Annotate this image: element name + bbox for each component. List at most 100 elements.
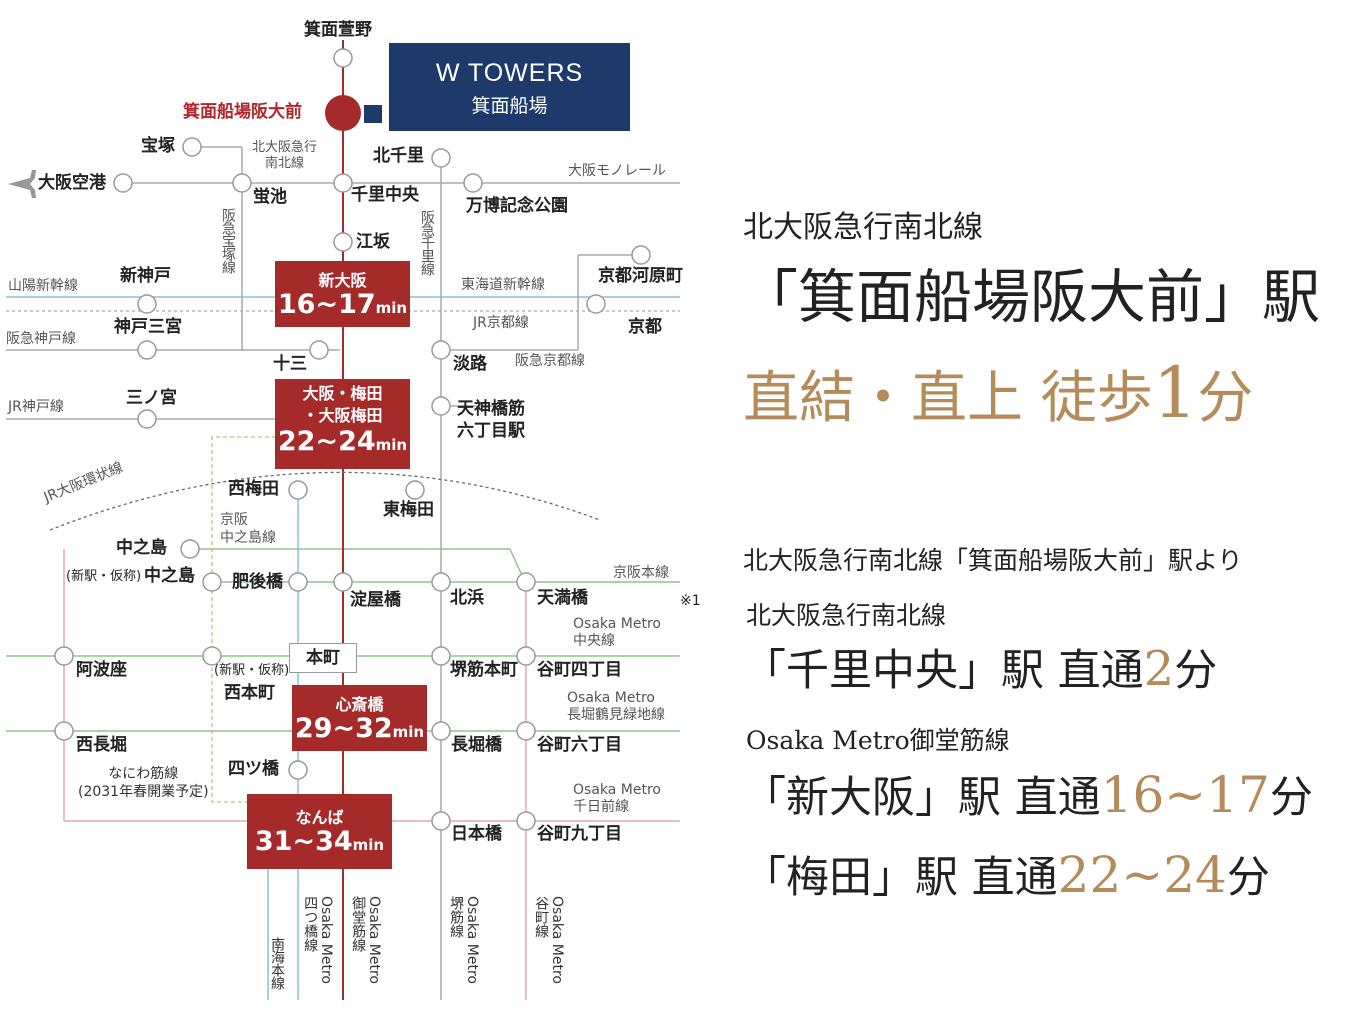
station-dot — [333, 572, 353, 592]
label-kitaosaka-line: 北大阪急行 南北線 — [252, 140, 318, 171]
jr-loop-arc — [49, 471, 601, 531]
label-yotsubashi: 四ツ橋 — [228, 759, 279, 779]
label-minoh-semba: 箕面船場阪大前 — [183, 102, 302, 122]
label-metro-nagahori: Osaka Metro 長堀鶴見緑地線 — [567, 690, 665, 723]
label-kitahama: 北浜 — [450, 588, 484, 608]
station-dot — [431, 811, 451, 831]
label-keihan-nakanoshima: 京阪 中之島線 — [220, 512, 276, 546]
label-nishiumeda: 西梅田 — [228, 479, 279, 499]
label-metro-midosuji: Osaka Metro 御堂筋線 — [350, 896, 383, 984]
label-yodoyabashi: 淀屋橋 — [350, 590, 401, 610]
station-dot — [288, 572, 308, 592]
label-kyoto-kawaramachi: 京都河原町 — [598, 266, 683, 286]
station-markers — [54, 48, 651, 831]
label-banpaku: 万博記念公園 — [466, 196, 568, 216]
box-shinsaibashi: 心斎橋 29~32min — [292, 685, 427, 751]
station-dot — [182, 137, 202, 157]
box-shinsaibashi-name: 心斎橋 — [335, 695, 384, 714]
box-namba: なんば 31~34min — [247, 794, 392, 869]
label-kyoto: 京都 — [628, 317, 662, 337]
side-r2-num: 16~17 — [1100, 766, 1270, 824]
box-shinosaka-time: 16~17 — [277, 289, 376, 320]
station-dot — [54, 721, 74, 741]
station-dot — [431, 721, 451, 741]
station-dot — [333, 173, 353, 193]
box-shinosaka: 新大阪 16~17min — [275, 261, 410, 327]
side-r2-line: Osaka Metro御堂筋線 — [746, 726, 1010, 755]
side-sub-prefix: 直結・直上 徒歩 — [743, 366, 1153, 431]
label-tanimachi9: 谷町九丁目 — [537, 824, 622, 844]
label-jr-kyoto: JR京都線 — [473, 315, 529, 331]
side-from: 北大阪急行南北線「箕面船場阪大前」駅より — [743, 546, 1243, 575]
label-hankyu-takarazuka: 阪急宝塚線 — [220, 208, 236, 273]
label-monorail: 大阪モノレール — [568, 163, 666, 179]
label-note1: ※1 — [680, 593, 701, 609]
box-shinsaibashi-unit: min — [392, 723, 425, 741]
label-esaka: 江坂 — [356, 232, 390, 252]
label-new-nakanoshima: 中之島 — [144, 566, 195, 586]
label-minoh-kayano: 箕面萱野 — [304, 20, 372, 40]
label-new-nakanoshima-prefix: (新駅・仮称) — [66, 569, 142, 584]
label-osaka-airport: 大阪空港 — [38, 173, 106, 193]
station-dot — [405, 480, 425, 500]
home-station-marker — [325, 95, 361, 131]
station-dot — [180, 539, 200, 559]
label-tenjinbashi: 天神橋筋 六丁目駅 — [457, 399, 525, 442]
label-sanyo-shinkansen: 山陽新幹線 — [8, 278, 78, 294]
label-takarazuka: 宝塚 — [141, 136, 175, 156]
side-r1-suffix: 分 — [1174, 646, 1218, 696]
station-dot — [232, 173, 252, 193]
station-dot — [631, 245, 651, 265]
label-higobashi: 肥後橋 — [232, 572, 283, 592]
side-line1: 北大阪急行南北線 — [743, 210, 983, 245]
side-r3: 「梅田」駅 直通22~24分 — [743, 850, 1270, 900]
label-metro-chuo: Osaka Metro 中央線 — [573, 616, 661, 649]
box-umeda-unit: min — [375, 435, 408, 454]
station-dot — [333, 48, 353, 68]
label-sannomiya: 三ノ宮 — [126, 388, 177, 408]
label-senri-chuo: 千里中央 — [351, 185, 419, 205]
label-naniwasuji: なにわ筋線 (2031年春開業予定) — [78, 766, 209, 800]
station-dot — [202, 572, 222, 592]
label-juso: 十三 — [273, 354, 307, 374]
label-metro-sennichimae: Osaka Metro 千日前線 — [573, 782, 661, 815]
label-jr-kobe: JR神戸線 — [8, 399, 64, 415]
station-dot — [137, 409, 157, 429]
label-hankyu-senri: 阪急千里線 — [419, 210, 435, 275]
side-r1-prefix: 「千里中央」駅 直通 — [743, 646, 1144, 696]
box-shinosaka-name: 新大阪 — [318, 271, 367, 290]
brand-sub: 箕面船場 — [471, 95, 548, 117]
box-namba-unit: min — [352, 836, 385, 854]
side-r3-suffix: 分 — [1226, 853, 1270, 903]
label-nipponbashi: 日本橋 — [451, 824, 502, 844]
station-dot — [113, 173, 133, 193]
side-r3-prefix: 「梅田」駅 直通 — [743, 853, 1058, 903]
brand-name: W TOWERS — [435, 59, 584, 87]
label-tenmabashi: 天満橋 — [537, 588, 588, 608]
label-kobe-sannomiya: 神戸三宮 — [114, 317, 182, 337]
side-r2-suffix: 分 — [1269, 773, 1313, 823]
label-higashiumeda: 東梅田 — [383, 500, 434, 520]
station-dot — [431, 148, 451, 168]
w-towers-badge: W TOWERS 箕面船場 — [389, 43, 630, 131]
side-r1-line: 北大阪急行南北線 — [746, 601, 947, 630]
station-dot — [431, 396, 451, 416]
label-nagahoribashi: 長堀橋 — [451, 735, 502, 755]
station-dot — [431, 572, 451, 592]
label-nishinagahori: 西長堀 — [76, 735, 127, 755]
station-dot — [202, 646, 222, 666]
label-hotarugaike: 蛍池 — [253, 187, 287, 207]
side-sub-suffix: 分 — [1197, 366, 1254, 431]
station-dot — [137, 340, 157, 360]
station-dot — [288, 760, 308, 780]
box-namba-time: 31~34 — [254, 826, 353, 857]
side-r3-num: 22~24 — [1057, 846, 1227, 904]
label-sakaisuji-honmachi: 堺筋本町 — [450, 660, 518, 680]
label-nankai: 南海本線 — [269, 937, 285, 989]
label-honmachi: 本町 — [289, 643, 357, 673]
label-nishihonmachi: 西本町 — [224, 683, 275, 703]
box-umeda: 大阪・梅田 ・大阪梅田 22~24min — [275, 379, 410, 469]
label-metro-yotsubashi: Osaka Metro 四つ橋線 — [302, 896, 335, 984]
side-r2: 「新大阪」駅 直通16~17分 — [743, 770, 1313, 820]
label-keihan-main: 京阪本線 — [613, 565, 669, 581]
